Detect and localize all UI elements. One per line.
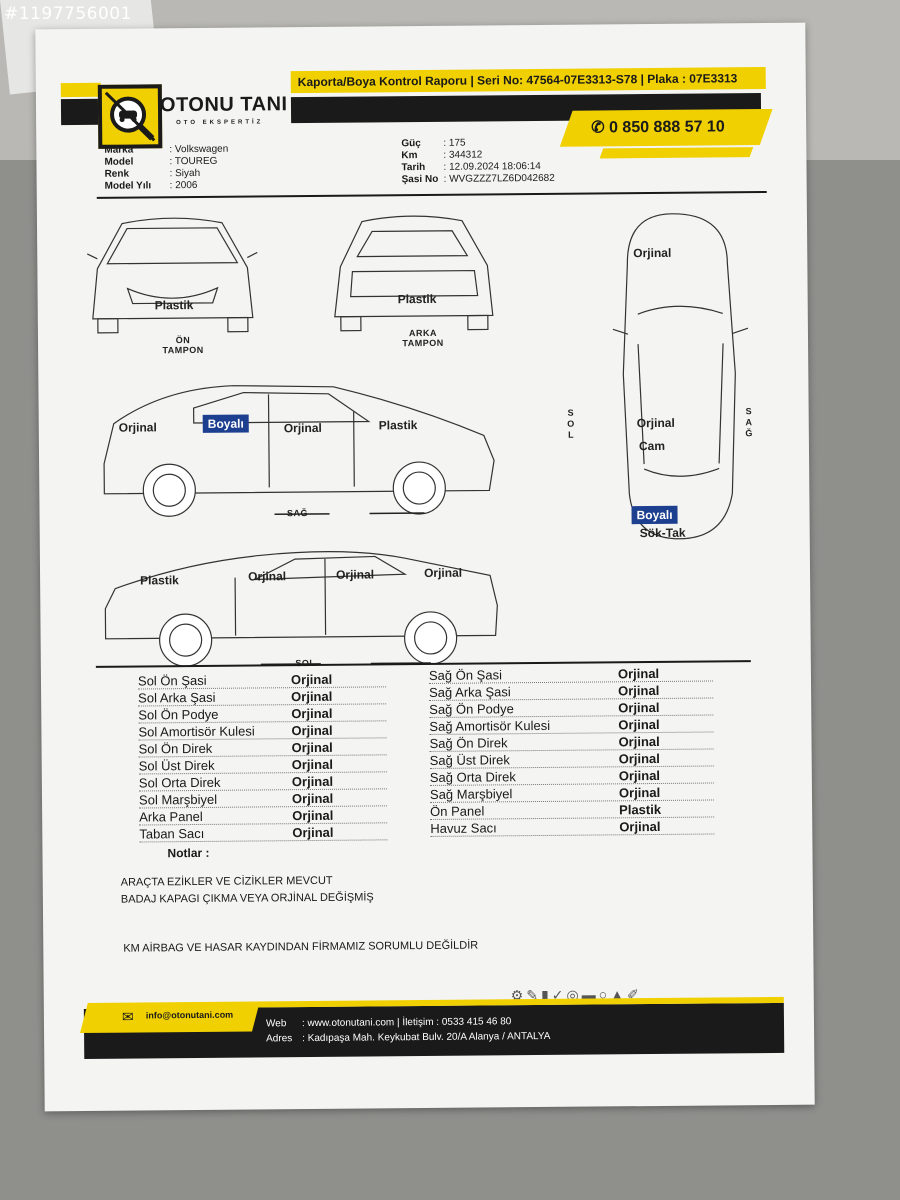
part-name-right: Havuz Sacı	[430, 820, 497, 836]
part-status-left: Orjinal	[291, 756, 333, 773]
part-status-left: Orjinal	[291, 790, 334, 807]
header-left-yellow-strip	[60, 82, 101, 98]
car-damage-diagram	[86, 213, 749, 667]
part-status-right: Orjinal	[618, 750, 660, 767]
left-rear-fender-status: Plastik	[140, 573, 179, 588]
footer-address-label: Adres	[266, 1033, 293, 1045]
footer-address-value: : Kadıpaşa Mah. Keykubat Bulv. 20/A Alan…	[302, 1030, 551, 1045]
part-name-left: Taban Sacı	[139, 825, 205, 842]
part-name-right: Sağ Üst Direk	[429, 752, 510, 768]
right-rear-fender-status: Plastik	[378, 418, 418, 433]
part-name-right: Ön Panel	[430, 803, 485, 819]
info-row-make: Marka: Volkswagen	[104, 143, 229, 156]
brand-subtitle: OTO EKSPERTİZ	[176, 119, 264, 127]
notes-line-2: BADAJ KAPAGI ÇIKMA VEYA ORJİNAL DEĞİŞMİŞ	[120, 891, 374, 906]
phone-number: ✆ 0 850 888 57 10	[591, 116, 725, 137]
part-name-left: Sol Marşbiyel	[138, 791, 218, 808]
part-status-right: Orjinal	[619, 818, 661, 835]
part-status-right: Orjinal	[618, 716, 660, 733]
notes-line-3: KM AİRBAG VE HASAR KAYDINDAN FİRMAMIZ SO…	[123, 939, 479, 955]
info-row-year: Model Yılı: 2006	[104, 179, 198, 192]
vehicle-info-left: Marka: Volkswagen Model: TOUREG Renk: Si…	[104, 144, 228, 193]
header-divider	[96, 191, 767, 199]
car-top-view	[612, 213, 749, 540]
part-status-left: Orjinal	[290, 671, 333, 688]
part-name-right: Sağ Marşbiyel	[429, 786, 513, 802]
rear-bumper-status: Plastik	[397, 291, 437, 307]
car-front-view	[86, 217, 258, 334]
notes-line-1: ARAÇTA EZİKLER VE CİZİKLER MEVCUT	[120, 874, 333, 889]
part-name-right: Sağ Ön Direk	[429, 735, 508, 751]
info-row-color: Renk: Siyah	[104, 167, 201, 180]
footer-web-label: Web	[265, 1018, 287, 1030]
car-left-side-view	[104, 551, 498, 667]
inspection-report-sheet: Kaporta/Boya Kontrol Raporu | Seri No: 4…	[35, 22, 815, 1112]
part-status-right: Orjinal	[617, 665, 660, 682]
part-name-left: Sol Amortisör Kulesi	[138, 723, 255, 740]
part-name-left: Sol Orta Direk	[138, 774, 221, 791]
part-name-left: Sol Arka Şasi	[138, 689, 216, 706]
part-status-right: Orjinal	[618, 682, 660, 699]
envelope-icon: ✉	[121, 1008, 134, 1025]
part-status-right: Orjinal	[618, 733, 660, 750]
right-rear-door-status: Orjinal	[283, 420, 322, 436]
part-name-right: Sağ Arka Şasi	[429, 684, 511, 700]
part-status-left: Orjinal	[291, 705, 333, 722]
image-id-watermark: #1197756001	[4, 4, 132, 24]
trunk-note: Sök-Tak	[639, 525, 686, 541]
left-front-door-status: Orjinal	[336, 567, 375, 582]
part-name-right: Sağ Orta Direk	[429, 769, 516, 785]
part-status-left: Orjinal	[292, 824, 334, 841]
phone-banner-accent	[599, 147, 754, 159]
part-name-left: Sol Üst Direk	[138, 757, 215, 774]
part-status-left: Orjinal	[292, 807, 334, 824]
brand-name: OTONU TANI	[159, 93, 288, 117]
header-left-black-strip	[60, 98, 102, 126]
hood-status: Orjinal	[633, 245, 672, 261]
roof-glass-label: Cam	[638, 438, 666, 454]
part-name-right: Sağ Ön Podye	[429, 701, 514, 717]
logo	[97, 84, 163, 149]
part-status-left: Orjinal	[291, 739, 333, 756]
info-row-model: Model: TOUREG	[104, 155, 218, 168]
part-name-right: Sağ Amortisör Kulesi	[429, 717, 551, 734]
car-rear-view	[334, 215, 494, 332]
vehicle-info-right: Güç: 175 Km: 344312 Tarih: 12.09.2024 18…	[401, 137, 555, 186]
footer-email: info@otonutani.com	[145, 1009, 234, 1021]
trunk-status: Boyalı	[631, 505, 678, 525]
part-name-right: Sağ Ön Şasi	[428, 667, 503, 683]
part-status-left: Orjinal	[291, 722, 333, 739]
part-name-left: Arka Panel	[139, 808, 203, 825]
footer-web-value: : www.otonutani.com | İletişim : 0533 41…	[301, 1016, 512, 1030]
part-status-right: Orjinal	[618, 767, 661, 784]
part-name-left: Sol Ön Direk	[138, 740, 213, 757]
part-status-right: Orjinal	[618, 784, 661, 801]
left-front-fender-status: Orjinal	[423, 565, 463, 581]
left-rear-door-status: Orjinal	[248, 569, 287, 584]
part-status-left: Orjinal	[291, 773, 334, 790]
notes-label: Notlar :	[167, 845, 210, 861]
roof-status: Orjinal	[636, 415, 675, 431]
phone-icon: ✆	[591, 119, 610, 137]
right-front-fender-status: Orjinal	[118, 420, 157, 435]
info-row-chassis: Şasi No: WVGZZZ7LZ6D042682	[401, 172, 555, 186]
part-status-right: Orjinal	[618, 699, 660, 716]
phone-number-text: 0 850 888 57 10	[608, 118, 725, 137]
front-bumper-status: Plastik	[154, 298, 194, 313]
part-name-left: Sol Ön Şasi	[137, 672, 207, 689]
right-front-door-status: Boyalı	[202, 414, 249, 433]
car-magnifier-icon	[104, 91, 156, 142]
part-status-right: Plastik	[619, 801, 662, 818]
right-side-caption: SAĞ	[286, 508, 309, 519]
part-status-left: Orjinal	[291, 688, 333, 705]
car-right-side-view	[103, 385, 495, 517]
part-name-left: Sol Ön Podye	[138, 706, 219, 723]
